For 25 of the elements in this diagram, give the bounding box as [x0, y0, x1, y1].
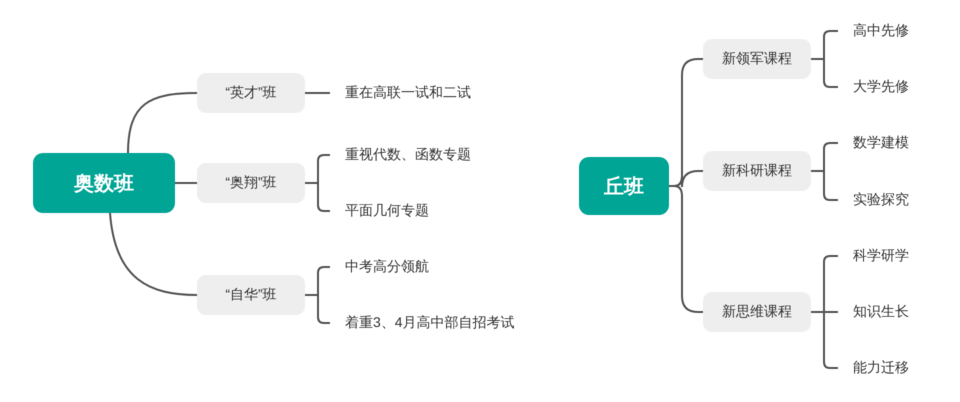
topic-text: 着重3、4月高中部自招考试	[332, 312, 542, 334]
subtopic-box: “英才”班	[197, 73, 305, 113]
topic-text: 中考高分领航	[332, 256, 532, 278]
connector-line	[669, 185, 703, 313]
topic-text: 重在高联一试和二试	[332, 82, 532, 104]
topic-text: 高中先修	[840, 20, 930, 42]
connector-line	[305, 92, 330, 94]
topic-text: 科学研学	[840, 245, 930, 267]
topic-text: 知识生长	[840, 301, 930, 323]
subtopic-box: “奥翔”班	[197, 163, 305, 203]
topic-text: 平面几何专题	[332, 200, 532, 222]
subtopic-box: 新科研课程	[703, 151, 811, 191]
topic-text: 大学先修	[840, 76, 930, 98]
topic-text: 重视代数、函数专题	[332, 144, 532, 166]
subtopic-box: 新思维课程	[703, 292, 811, 332]
connector-line	[109, 212, 198, 296]
topic-text: 能力迁移	[840, 357, 930, 379]
root-topic-box: 丘班	[579, 157, 669, 215]
topic-text: 实验探究	[840, 189, 930, 211]
subtopic-box: 新领军课程	[703, 39, 811, 79]
topic-text: 数学建模	[840, 132, 930, 154]
connector-line	[175, 182, 197, 184]
subtopic-box: “自华”班	[197, 275, 305, 315]
connector-line	[127, 92, 198, 154]
root-topic-box: 奥数班	[33, 153, 175, 213]
